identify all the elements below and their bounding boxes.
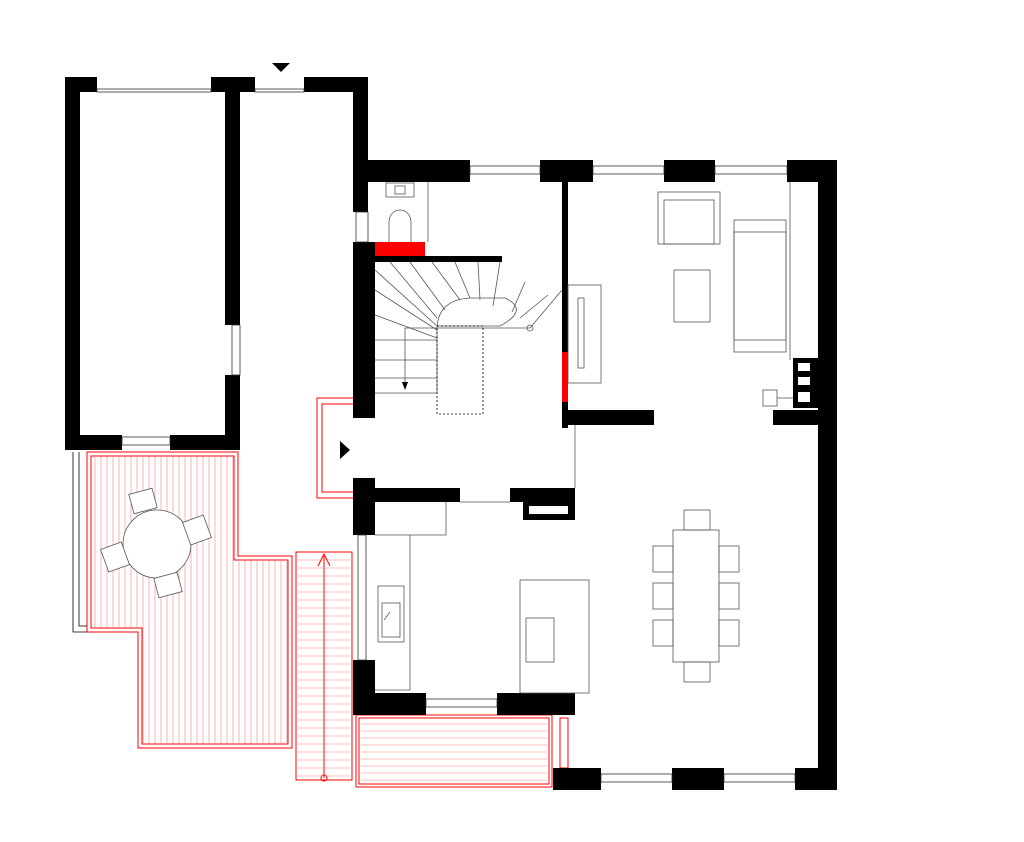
interior-stair [374,261,563,415]
entrance-arrow-icon [272,63,290,72]
walls [65,77,837,790]
bottom-terrace [355,714,569,788]
terrace-deck [86,451,293,749]
entry-arrow-icon [340,441,350,459]
furniture [100,182,793,694]
red-wall-segments [375,242,568,402]
entry-landing [316,397,353,499]
side-railing [72,452,87,633]
exterior-stair [295,551,353,782]
windows [96,88,796,783]
